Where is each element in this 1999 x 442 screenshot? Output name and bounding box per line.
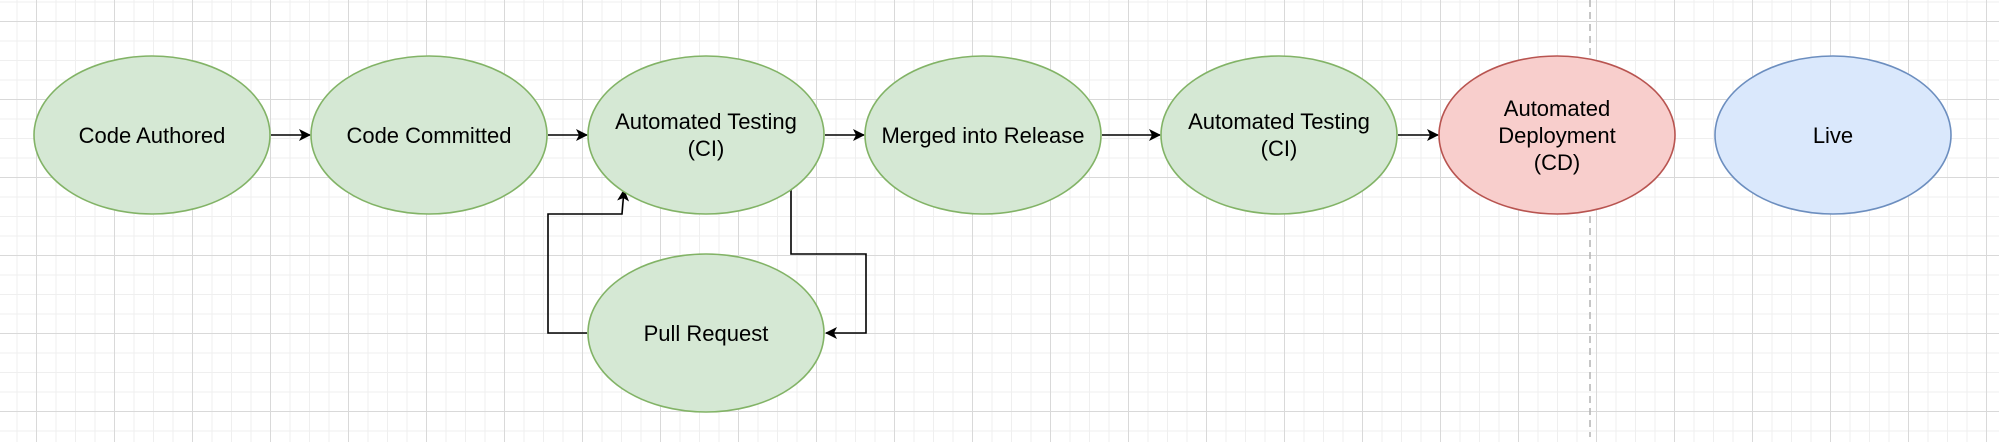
node-automated-testing-2[interactable]: [1160, 55, 1398, 215]
node-live[interactable]: [1714, 55, 1952, 215]
edge-automated-testing-1-to-pull-request: [790, 190, 867, 339]
node-label-live: Live: [1812, 122, 1854, 148]
edges-layer: [271, 129, 1439, 339]
node-pull-request[interactable]: [587, 253, 825, 413]
node-label-automated-testing-1: Automated Testing (CI): [615, 109, 797, 161]
edge-pull-request-to-automated-testing-1: [547, 189, 630, 334]
node-label-pull-request: Pull Request: [643, 320, 769, 346]
node-code-authored[interactable]: [33, 55, 271, 215]
node-label-automated-testing-2: Automated Testing (CI): [1188, 109, 1370, 161]
node-automated-testing-1[interactable]: [587, 55, 825, 215]
nodes-layer: [33, 55, 1952, 413]
node-label-merged-into-release: Merged into Release: [881, 122, 1085, 148]
node-automated-deployment[interactable]: [1438, 55, 1676, 215]
node-label-code-committed: Code Committed: [346, 122, 512, 148]
node-merged-into-release[interactable]: [864, 55, 1102, 215]
node-label-automated-deployment: Automated Deployment (CD): [1498, 95, 1616, 175]
node-code-committed[interactable]: [310, 55, 548, 215]
node-label-code-authored: Code Authored: [78, 122, 226, 148]
